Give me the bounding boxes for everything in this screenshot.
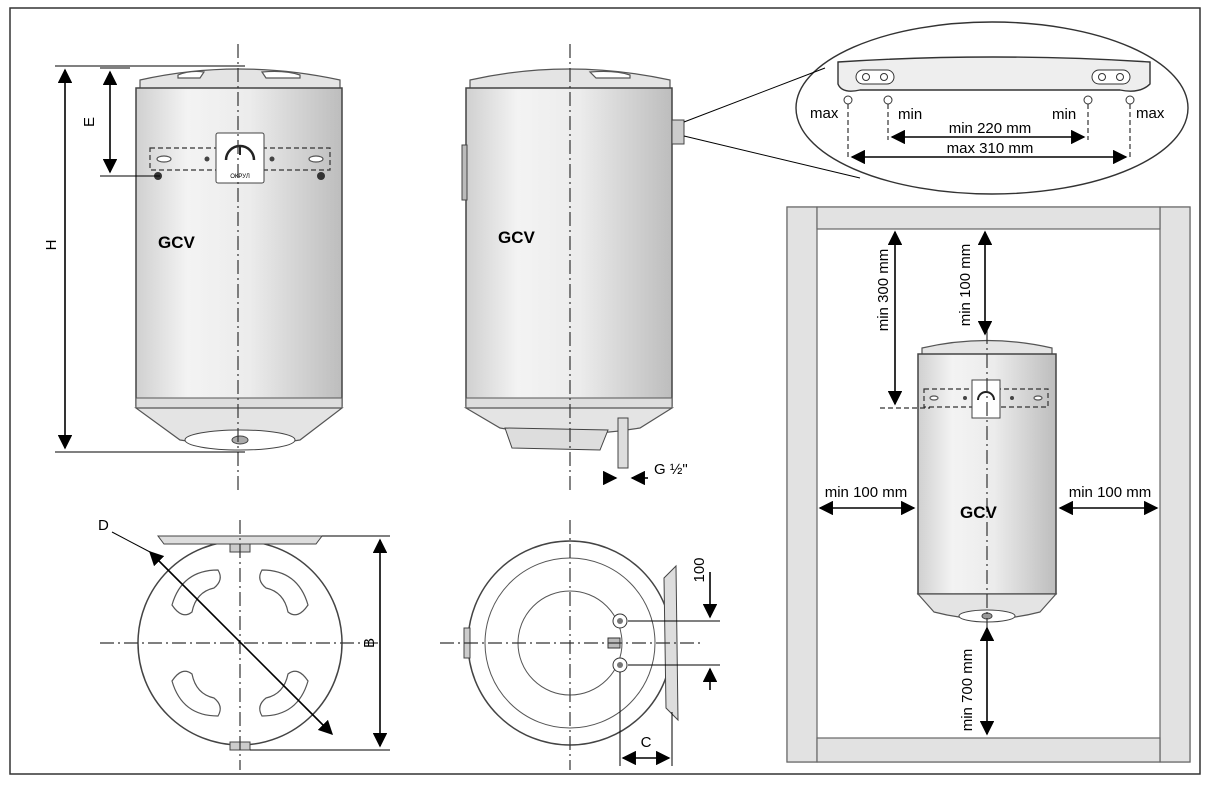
- bracket-max-left: max: [810, 105, 839, 122]
- bottom-view-right: 100 C: [440, 520, 720, 770]
- side-view: GCV G ½": [461, 44, 688, 490]
- bracket-detail: max min min max min 220 mm max 310 mm: [683, 21, 1189, 195]
- clearance-right: min 100 mm: [1069, 484, 1152, 501]
- dim-E-label: E: [81, 117, 98, 127]
- dim-G-label: G ½": [654, 461, 688, 478]
- outer-frame: [9, 7, 1201, 775]
- clearance-top-100: min 100 mm: [957, 244, 974, 327]
- bracket-max-right: max: [1136, 105, 1165, 122]
- bracket-min-right: min: [1052, 106, 1076, 123]
- model-label-install: GCV: [960, 503, 998, 522]
- clearance-left: min 100 mm: [825, 484, 908, 501]
- bracket-min-left: min: [898, 106, 922, 123]
- front-view: ОКРУЛ GCV H E: [43, 44, 344, 490]
- thermostat-panel: [215, 132, 265, 184]
- dim-D-label: D: [98, 517, 109, 534]
- installation-view: GCV min 300 mm min 100 mm min 100 mm min…: [786, 206, 1191, 763]
- thermostat-brand: ОКРУЛ: [230, 174, 250, 180]
- bracket-max-span: max 310 mm: [947, 140, 1034, 157]
- model-label-front: GCV: [158, 233, 196, 252]
- top-view-left: D B: [98, 517, 390, 770]
- bracket-min-span: min 220 mm: [949, 120, 1032, 137]
- dim-100-label: 100: [691, 557, 708, 582]
- clearance-bottom: min 700 mm: [959, 649, 976, 732]
- dim-C-label: C: [641, 734, 652, 751]
- clearance-top-300: min 300 mm: [875, 249, 892, 332]
- dim-B-label: B: [361, 638, 378, 648]
- dim-H-label: H: [43, 240, 60, 251]
- model-label-side: GCV: [498, 228, 536, 247]
